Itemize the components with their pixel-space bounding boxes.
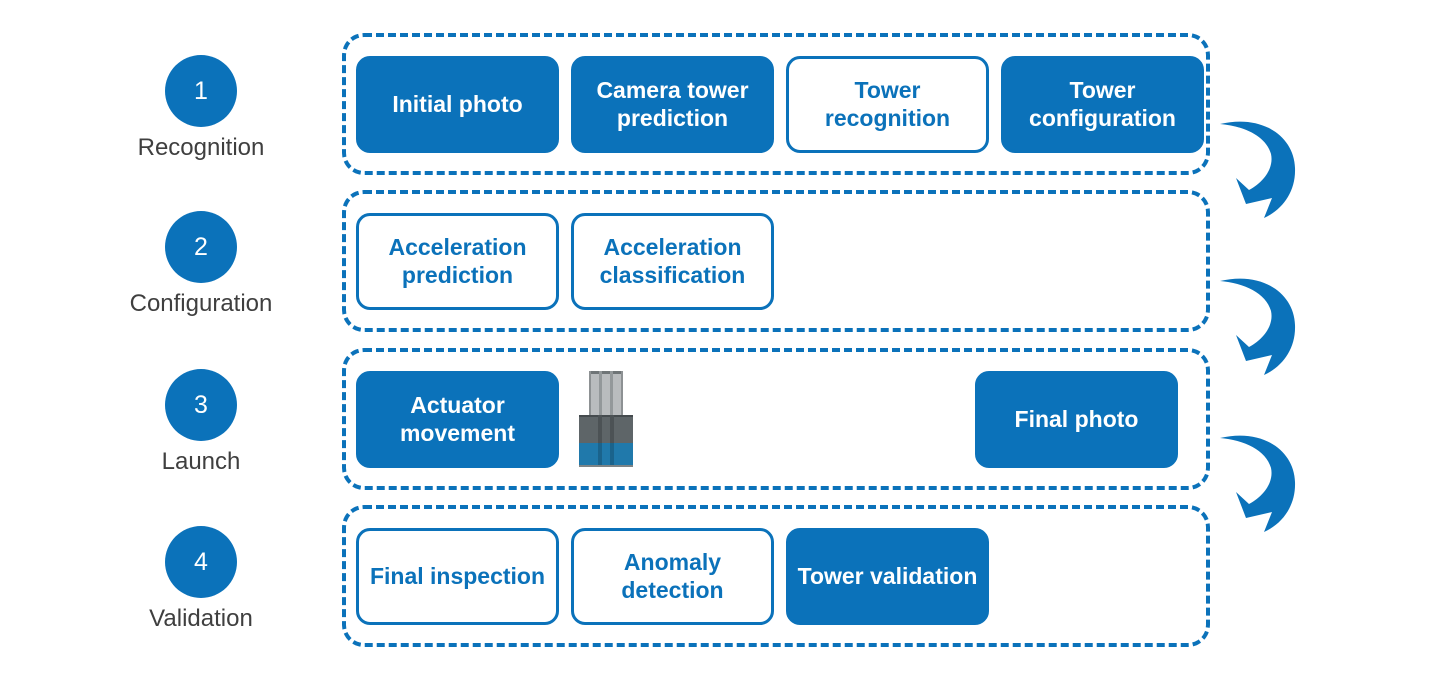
- task-box-anomaly-detection[interactable]: Anomaly detection: [571, 527, 774, 625]
- stage-number-badge-2: 2: [165, 211, 237, 283]
- task-box-final-inspection[interactable]: Final inspection: [356, 527, 559, 625]
- task-box-acceleration-prediction[interactable]: Acceleration prediction: [356, 212, 559, 310]
- stage-marker-2: 2 Configuration: [126, 211, 276, 318]
- task-box-camera-tower-prediction[interactable]: Camera tower prediction: [571, 55, 774, 153]
- phase-band-1: Initial photo Camera tower prediction To…: [342, 33, 1210, 175]
- stage-label-3: Launch: [161, 448, 241, 475]
- stage-label-2: Configuration: [129, 290, 273, 317]
- task-box-tower-recognition[interactable]: Tower recognition: [786, 55, 989, 153]
- phase-band-4: Final inspection Anomaly detection Tower…: [342, 505, 1210, 647]
- task-box-acceleration-classification[interactable]: Acceleration classification: [571, 212, 774, 310]
- stage-number-badge-4: 4: [165, 526, 237, 598]
- stage-number-badge-3: 3: [165, 369, 237, 441]
- stage-marker-4: 4 Validation: [126, 526, 276, 633]
- task-box-initial-photo[interactable]: Initial photo: [356, 55, 559, 153]
- stage-marker-3: 3 Launch: [126, 369, 276, 476]
- task-box-actuator-movement[interactable]: Actuator movement: [356, 370, 559, 468]
- flow-arrow-2-to-3: [1216, 275, 1306, 380]
- flow-arrow-3-to-4: [1216, 432, 1306, 537]
- phase-band-3: Actuator movement: [342, 348, 1210, 490]
- task-box-final-photo[interactable]: Final photo: [975, 370, 1178, 468]
- stage-label-1: Recognition: [137, 134, 265, 161]
- stage-label-4: Validation: [149, 605, 253, 632]
- stacked-tower-photo: [571, 369, 641, 469]
- task-box-tower-configuration[interactable]: Tower configuration: [1001, 55, 1204, 153]
- flow-arrow-1-to-2: [1216, 118, 1306, 223]
- phase-band-2: Acceleration prediction Acceleration cla…: [342, 190, 1210, 332]
- stage-marker-1: 1 Recognition: [126, 55, 276, 162]
- stage-number-badge-1: 1: [165, 55, 237, 127]
- task-box-tower-validation[interactable]: Tower validation: [786, 527, 989, 625]
